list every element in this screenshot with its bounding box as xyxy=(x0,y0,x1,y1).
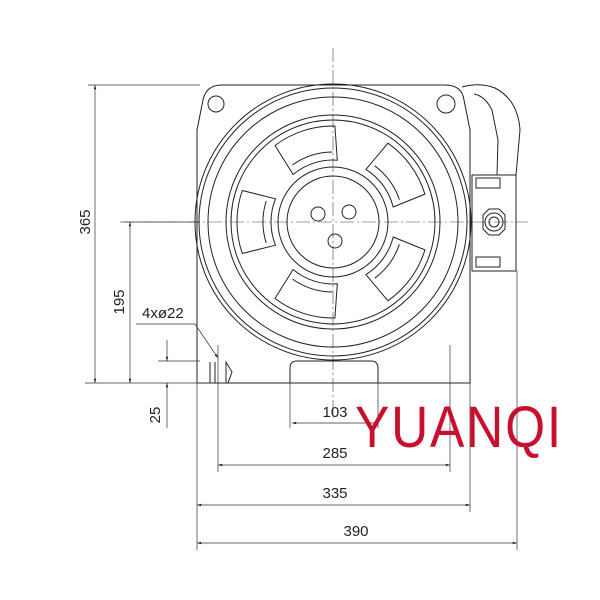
label-25: 25 xyxy=(147,407,164,424)
spoke-window xyxy=(236,190,276,254)
leader-holes xyxy=(136,323,219,359)
foot xyxy=(289,360,379,383)
spoke-window xyxy=(365,142,426,208)
window-rib xyxy=(374,165,400,200)
motor-body xyxy=(194,83,472,384)
extension-lines xyxy=(85,84,518,550)
window-rib xyxy=(292,151,333,166)
label-285: 285 xyxy=(322,445,347,462)
spoke-window xyxy=(365,236,426,302)
window-rib xyxy=(292,278,333,293)
label-holes: 4xø22 xyxy=(142,305,184,322)
window-rib xyxy=(262,200,267,244)
brand-logo: YUANQI xyxy=(355,395,563,460)
label-103: 103 xyxy=(322,404,347,421)
junction-box xyxy=(461,84,521,272)
window-rib xyxy=(374,244,400,279)
bolt xyxy=(327,233,343,249)
bolt xyxy=(341,204,357,220)
bolt xyxy=(310,206,326,222)
label-195: 195 xyxy=(111,289,128,314)
cable xyxy=(461,84,521,176)
label-335: 335 xyxy=(322,485,347,502)
label-390: 390 xyxy=(343,523,368,540)
spoke-window xyxy=(274,269,338,319)
label-365: 365 xyxy=(77,209,94,234)
spoke-window xyxy=(274,125,338,175)
mounting-hole xyxy=(209,360,233,384)
